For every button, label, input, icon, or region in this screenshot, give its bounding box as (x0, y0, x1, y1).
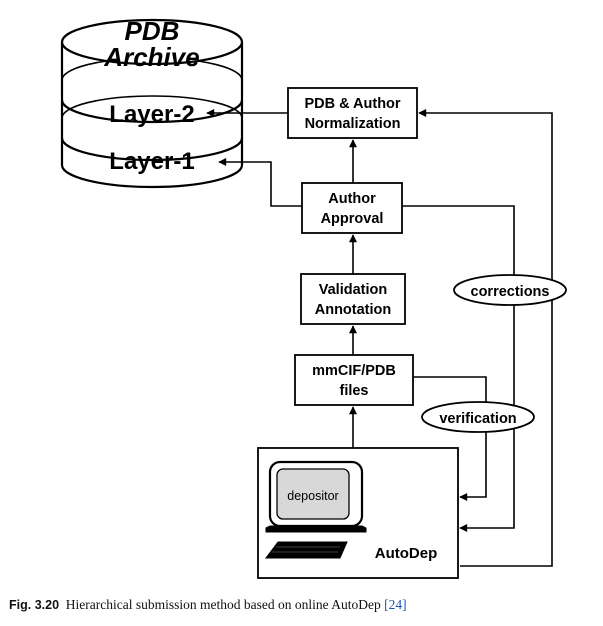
verification-label: verification (439, 411, 516, 427)
flow-arrows (206, 109, 553, 567)
archive-title-line2: Archive (103, 42, 199, 72)
normalization-box (287, 87, 418, 139)
pdb-archive-cylinder (60, 18, 244, 189)
caption-label: Fig. 3.20 (9, 598, 60, 612)
autodep-name: AutoDep (375, 545, 438, 562)
validation-line1: Validation (319, 282, 388, 298)
approval-line1: Author (328, 191, 376, 207)
depositor-screen-label: depositor (287, 489, 338, 503)
figure-caption: Fig. 3.20 Hierarchical submission method… (9, 597, 599, 613)
validation-line2: Annotation (315, 302, 392, 318)
author-approval-box (301, 182, 403, 234)
files-line1: mmCIF/PDB (312, 363, 396, 379)
corrections-label: corrections (471, 284, 550, 300)
archive-title-line1: PDB (125, 16, 180, 46)
layer-2-label: Layer-2 (109, 101, 194, 128)
corrections-oval (453, 274, 567, 306)
caption-reference-link[interactable]: [24] (384, 597, 407, 612)
approval-line2: Approval (321, 211, 384, 227)
validation-box (300, 273, 406, 325)
normalization-line2: Normalization (305, 116, 401, 132)
caption-text: Hierarchical submission method based on … (65, 597, 381, 612)
verification-oval (421, 401, 535, 433)
files-line2: files (339, 383, 368, 399)
normalization-line1: PDB & Author (304, 96, 400, 112)
files-box (294, 354, 414, 406)
layer-1-label: Layer-1 (109, 148, 194, 175)
submission-diagram: PDB Archive Layer-2 Layer-1 PDB & Author… (60, 16, 567, 579)
computer-icon (265, 460, 367, 559)
